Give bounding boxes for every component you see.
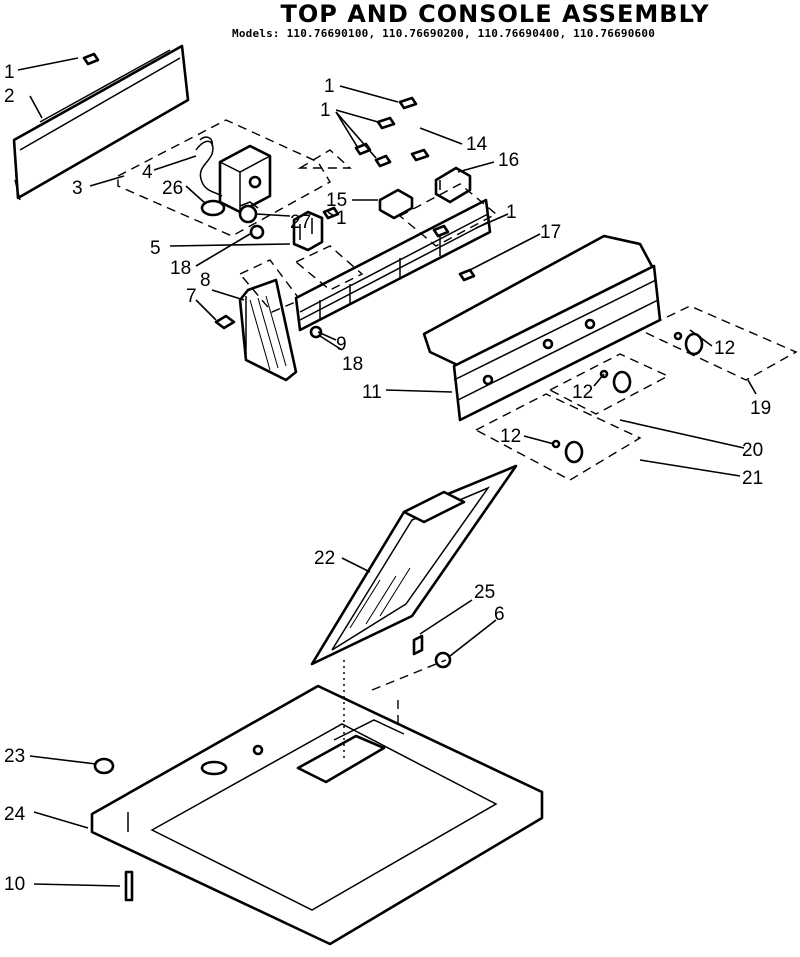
callout-19: 19 [750,398,771,419]
timer-motor-part [218,144,272,214]
callout-1: 1 [4,62,15,83]
leader-lines [17,57,757,887]
callout-9: 9 [336,334,347,355]
callout-22: 22 [314,548,335,569]
models-label: Models: [232,27,280,40]
page-title: TOP AND CONSOLE ASSEMBLY [280,0,710,28]
callout-7: 7 [186,286,197,307]
mounting-plate-outline-2 [297,149,352,169]
bracket-5-part [292,210,324,252]
callout-labels: 1 2 3 4 26 27 1 5 18 8 7 9 18 1 1 14 16 … [4,62,771,895]
callout-18-b: 18 [342,354,363,375]
clip-7-part [214,314,236,330]
knobs-12-group [551,331,704,464]
rear-panel-part [12,44,190,201]
wire-harness-part [195,136,223,197]
knob-19-outline [638,305,798,381]
callout-24: 24 [4,804,26,825]
callout-1-c: 1 [324,76,335,97]
top-panel-24-part [90,684,544,946]
callout-1-e: 1 [506,202,517,223]
callout-3: 3 [72,178,83,199]
callout-2: 2 [4,86,15,107]
callout-16: 16 [498,150,519,171]
callout-1-d: 1 [320,100,331,121]
models-list: 110.76690100, 110.76690200, 110.76690400… [286,27,656,40]
callout-1-b: 1 [336,208,347,229]
screw-25-part [412,634,424,656]
callout-23: 23 [4,746,25,767]
callout-10: 10 [4,874,25,895]
callout-18: 18 [170,258,191,279]
models-line: Models: 110.76690100, 110.76690200, 110.… [232,27,792,40]
callout-17: 17 [540,222,561,243]
nut-23-part [93,757,115,775]
switch-15-part [378,188,414,220]
callout-14: 14 [466,134,488,155]
callout-12: 12 [714,338,735,359]
callout-27: 27 [290,212,311,233]
callout-15: 15 [326,190,347,211]
screw-18a-part [249,224,265,240]
callout-26: 26 [162,178,183,199]
callout-6: 6 [494,604,505,625]
callout-21: 21 [742,468,763,489]
lint-filter-22-part [310,464,518,666]
switch-outline [398,183,498,247]
console-bracket-outline [294,245,364,291]
nut-6-part [434,651,452,669]
callout-25: 25 [474,582,495,603]
knob-21-outline [474,393,642,481]
callout-12-c: 12 [500,426,521,447]
screw-1a [82,52,100,66]
knob-20-outline [548,353,670,415]
screw-10-part [124,870,134,902]
callout-12-b: 12 [572,382,593,403]
callout-11: 11 [362,382,382,403]
callout-20: 20 [742,440,763,461]
callout-8: 8 [200,270,211,291]
callout-5: 5 [150,238,161,259]
callout-4: 4 [142,162,153,183]
mounting-plate-outline [117,119,331,237]
switch-16-part [434,166,472,204]
cover-8-part [238,278,298,382]
knob-26-part [200,199,226,217]
